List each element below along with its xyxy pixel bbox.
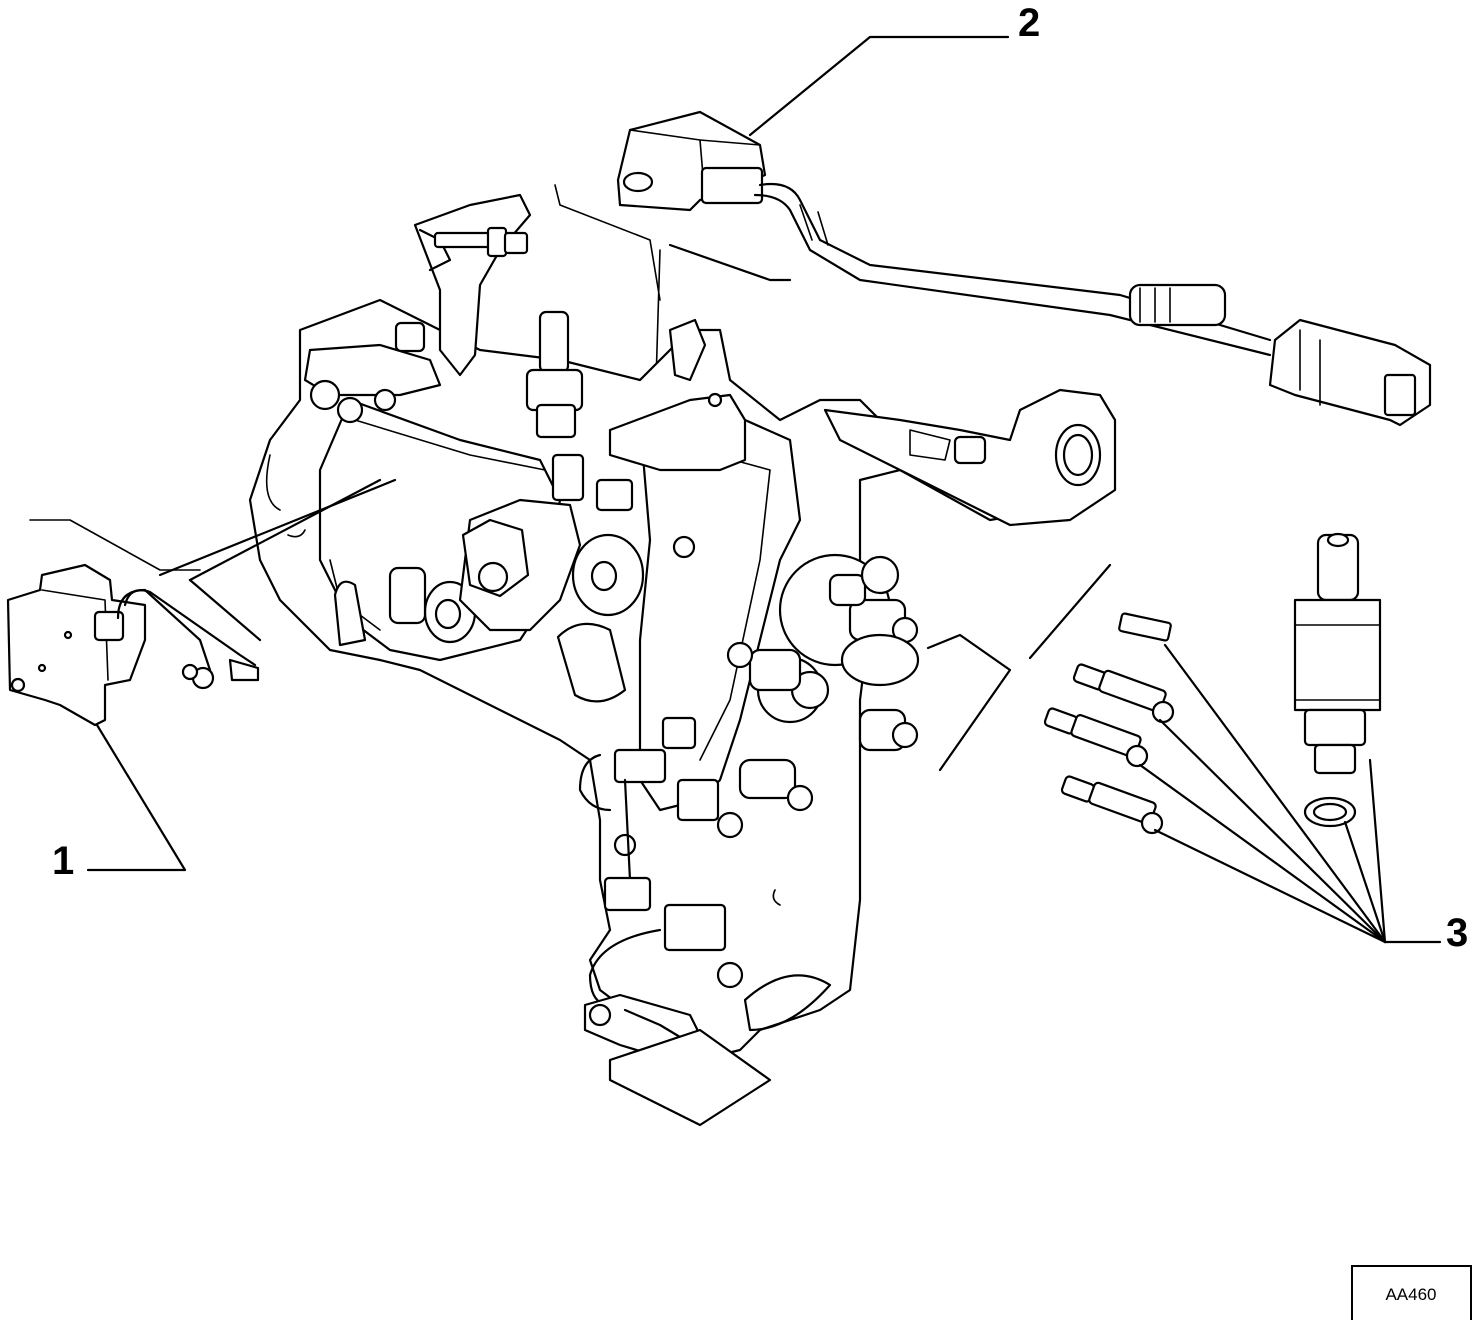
reference-code: AA460 [1385,1285,1436,1304]
delivery-valves [726,553,920,812]
part-1-sensor-bracket [6,478,397,727]
bleed-screw-3 [1060,775,1164,835]
bleed-screw-2 [1043,707,1149,768]
callout-3: 3 [1446,911,1468,955]
bleed-screw-1 [1072,663,1175,724]
reference-code-box: AA460 [1351,1265,1472,1320]
callout-1: 1 [52,839,74,883]
leader-lines [86,35,1442,944]
part-3-fittings-kit [1043,532,1382,835]
callout-2: 2 [1018,1,1040,45]
injection-pump-assembly [248,184,1117,1127]
part-2-sensor-with-connector [616,110,1432,427]
